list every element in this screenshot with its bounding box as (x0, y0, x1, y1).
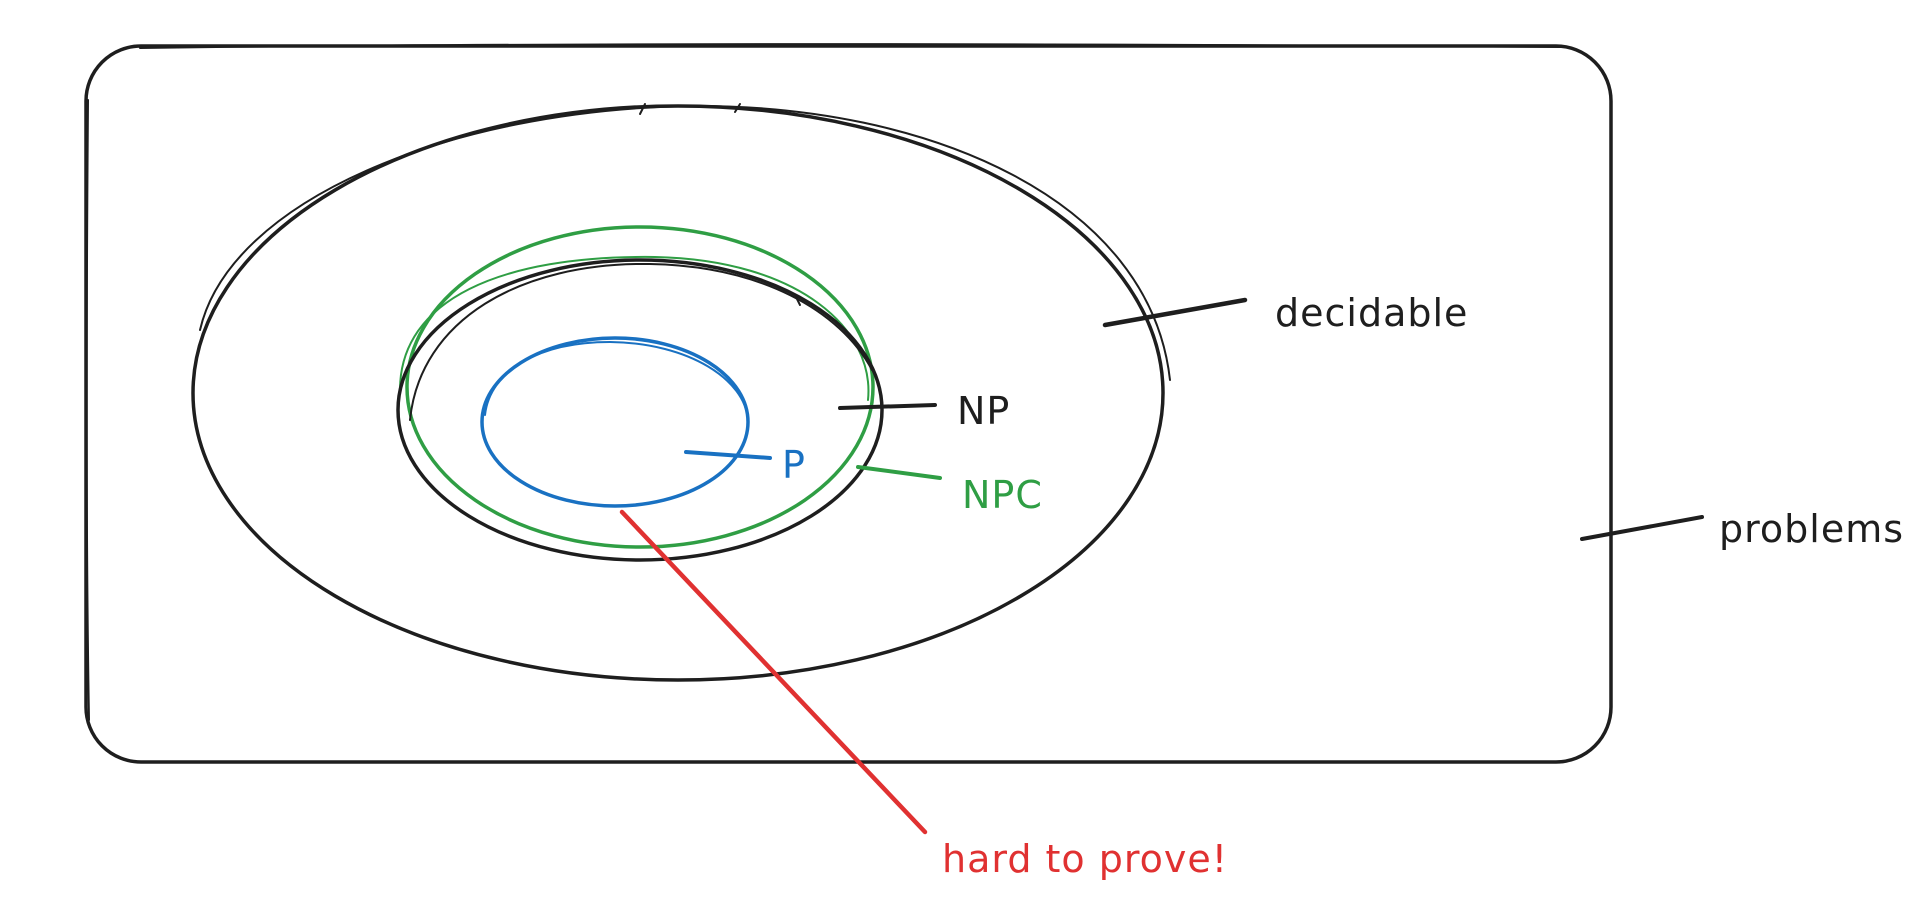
decidable-label: decidable (1275, 291, 1468, 335)
decidable-pointer-line (1102, 297, 1248, 328)
problems-label: problems (1719, 507, 1904, 551)
np-pointer-line (838, 403, 937, 410)
hard-to-prove-label: hard to prove! (942, 837, 1228, 881)
p-pointer-line (684, 450, 772, 460)
problems-region (84, 43, 1613, 764)
npc-label: NPC (962, 473, 1043, 517)
hard-to-prove-pointer-line (619, 509, 928, 835)
problems-pointer-line (1580, 515, 1704, 541)
npc-region (399, 225, 875, 549)
npc-pointer-line (856, 465, 942, 480)
p-region (480, 336, 750, 508)
decidable-region (191, 103, 1171, 682)
p-label: P (782, 443, 806, 487)
np-region (396, 258, 884, 562)
np-label: NP (957, 389, 1010, 433)
